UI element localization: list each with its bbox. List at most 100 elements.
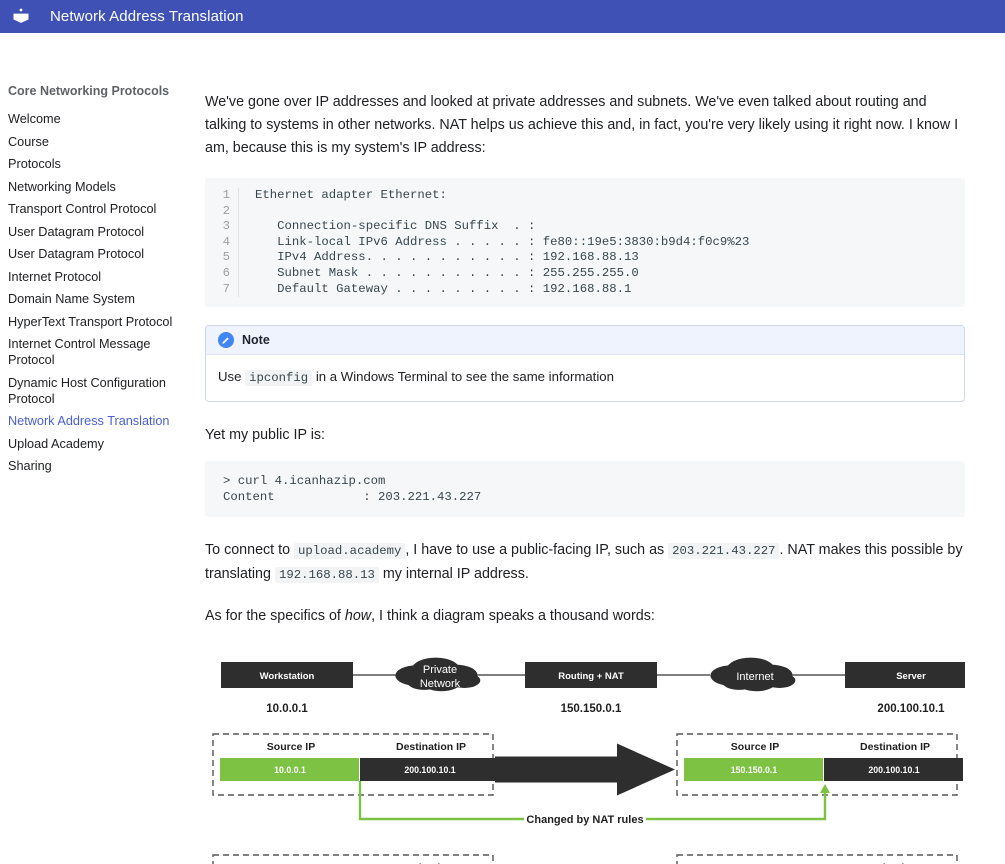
topology-node-box [525, 662, 657, 689]
note-header: Note [206, 326, 964, 356]
sidebar-item-network-address-translation[interactable]: Network Address Translation [8, 413, 188, 429]
sidebar-item-course[interactable]: Course [8, 134, 188, 150]
public-ip-lead: Yet my public IP is: [205, 427, 325, 444]
flow-table-header: Source IP [267, 741, 315, 753]
sidebar-item-label: Welcome [8, 112, 61, 126]
code-line-number: 7 [222, 281, 230, 296]
diagram-lead-1: As for the specifics of [205, 608, 341, 625]
sidebar-item-networking-models[interactable]: Networking Models [8, 179, 188, 195]
page-title: Network Address Translation [50, 8, 244, 25]
code-line: Ethernet adapter Ethernet: [255, 188, 447, 202]
sidebar-item-protocols[interactable]: Protocols [8, 156, 188, 172]
code-line-number: 5 [222, 250, 230, 265]
sidebar-item-internet-protocol[interactable]: Internet Protocol [8, 269, 188, 285]
topology-node-label: Private [423, 664, 457, 676]
sidebar-item-welcome[interactable]: Welcome [8, 111, 188, 127]
note-text-after: in a Windows Terminal to see the same in… [315, 369, 614, 385]
sidebar-item-dynamic-host-configuration-protocol[interactable]: Dynamic Host Configuration Protocol [8, 375, 188, 407]
sidebar-item-label: Protocols [8, 157, 61, 171]
code-line-number: 6 [222, 265, 230, 280]
sidebar-item-label: Dynamic Host Configuration Protocol [8, 375, 166, 406]
topology-node-label: Network [420, 678, 461, 690]
code-line: Subnet Mask . . . . . . . . . . . : 255.… [255, 265, 639, 280]
sidebar-item-label: Sharing [8, 459, 52, 473]
sidebar-item-user-datagram-protocol[interactable]: User Datagram Protocol [8, 224, 188, 240]
nat-caption-bg [524, 811, 646, 828]
note-label: Note [242, 333, 270, 348]
connect-text-3: . NAT makes this possible by translating [205, 542, 963, 583]
flow-table-cell-value: 10.0.0.1 [274, 765, 306, 775]
sidebar-item-label: Networking Models [8, 179, 116, 194]
sidebar-item-sharing[interactable]: Sharing [8, 458, 188, 474]
flow-table-cell [684, 758, 823, 782]
diagram-lead-2: , I think a diagram speaks a thousand wo… [371, 608, 655, 625]
note-callout: Note Use ipconfig in a Windows Terminal … [205, 325, 965, 403]
sidebar-item-label: Internet Control Message Protocol [8, 337, 151, 367]
code-line-number: 3 [222, 219, 230, 234]
sidebar-item-transport-control-protocol[interactable]: Transport Control Protocol [8, 201, 188, 217]
book-icon[interactable] [10, 6, 32, 28]
sidebar-item-label: Domain Name System [8, 292, 135, 306]
sidebar-item-domain-name-system[interactable]: Domain Name System [8, 291, 188, 307]
sidebar-item-internet-control-message-protocol[interactable]: Internet Control Message Protocol [8, 336, 188, 368]
main-content: We've gone over IP addresses and looked … [200, 33, 1005, 864]
connect-code-domain: upload.academy [294, 543, 406, 560]
code-line [255, 204, 749, 220]
code-lines: Ethernet adapter Ethernet: Connection-sp… [239, 188, 749, 297]
flow-table-cell-value: 200.100.10.1 [868, 765, 919, 775]
flow-table-cell-value: 200.100.10.1 [404, 765, 455, 775]
code-line-number: 1 [222, 188, 230, 202]
diagram-lead-emphasis: how [344, 608, 372, 625]
topology-node-ip: 150.150.0.1 [561, 703, 622, 715]
sidebar-item-hypertext-transport-protocol[interactable]: HyperText Transport Protocol [8, 314, 188, 330]
sidebar-item-label: Course [8, 134, 49, 149]
flow-table-header: Destination IP [396, 741, 466, 753]
topology-node-label: Internet [736, 671, 773, 683]
flow-table-cell-value: 150.150.0.1 [731, 765, 778, 775]
cloud-icon [710, 657, 796, 692]
connect-text-1: To connect to [205, 542, 291, 559]
code-line: Connection-specific DNS Suffix . : [255, 219, 536, 234]
flow-table-border [676, 854, 958, 864]
note-text-before: Use [218, 369, 242, 385]
topology-node-box [845, 662, 977, 689]
topology-node-label: Routing + NAT [558, 671, 624, 682]
sidebar-item-label: Network Address Translation [8, 414, 170, 428]
flow-table-header: Source IP [731, 862, 779, 864]
topology-node-box [221, 662, 353, 689]
code-line: IPv4 Address. . . . . . . . . . . : 192.… [255, 250, 639, 265]
flow-table-cell [220, 758, 359, 782]
flow-table-border [212, 854, 494, 864]
flow-table-header: Destination IP [860, 862, 930, 864]
sidebar-item-label: Upload Academy [8, 436, 104, 451]
code-line-number: 2 [222, 203, 230, 218]
connect-code-public-ip: 203.221.43.227 [668, 543, 780, 560]
flow-table-header: Destination IP [396, 862, 466, 864]
flow-table-header: Destination IP [860, 741, 930, 753]
curl-code-block: > curl 4.icanhazip.com Content : 203.221… [205, 461, 965, 518]
nat-change-caption: Changed by NAT rules [526, 814, 643, 826]
diagram-lead: As for the specifics of how, I think a d… [205, 605, 965, 628]
note-inline-code: ipconfig [245, 370, 313, 387]
flow-table-cell [824, 758, 963, 782]
connect-text-2: , I have to use a public-facing IP, such… [405, 542, 665, 559]
sidebar-item-label: Transport Control Protocol [8, 202, 157, 216]
connect-paragraph: To connect to upload.academy, I have to … [205, 539, 965, 587]
code-line-number: 4 [222, 234, 230, 249]
topology-node-ip: 10.0.0.1 [266, 703, 308, 715]
pencil-icon [218, 332, 234, 349]
sidebar-item-upload-academy[interactable]: Upload Academy [8, 436, 188, 452]
connect-code-internal-ip: 192.168.88.13 [274, 567, 379, 584]
topology-node-ip: 200.100.10.1 [877, 703, 945, 715]
sidebar-item-user-datagram-protocol[interactable]: User Datagram Protocol [8, 246, 188, 262]
sidebar-item-label: User Datagram Protocol [8, 247, 145, 261]
cloud-icon [395, 657, 481, 692]
nat-connector-arrowhead [820, 784, 830, 794]
topology-node-label: Workstation [260, 671, 315, 682]
topology-node-label: Server [896, 671, 926, 682]
app-header: Network Address Translation [0, 0, 1005, 33]
sidebar-heading: Core Networking Protocols [8, 84, 170, 98]
